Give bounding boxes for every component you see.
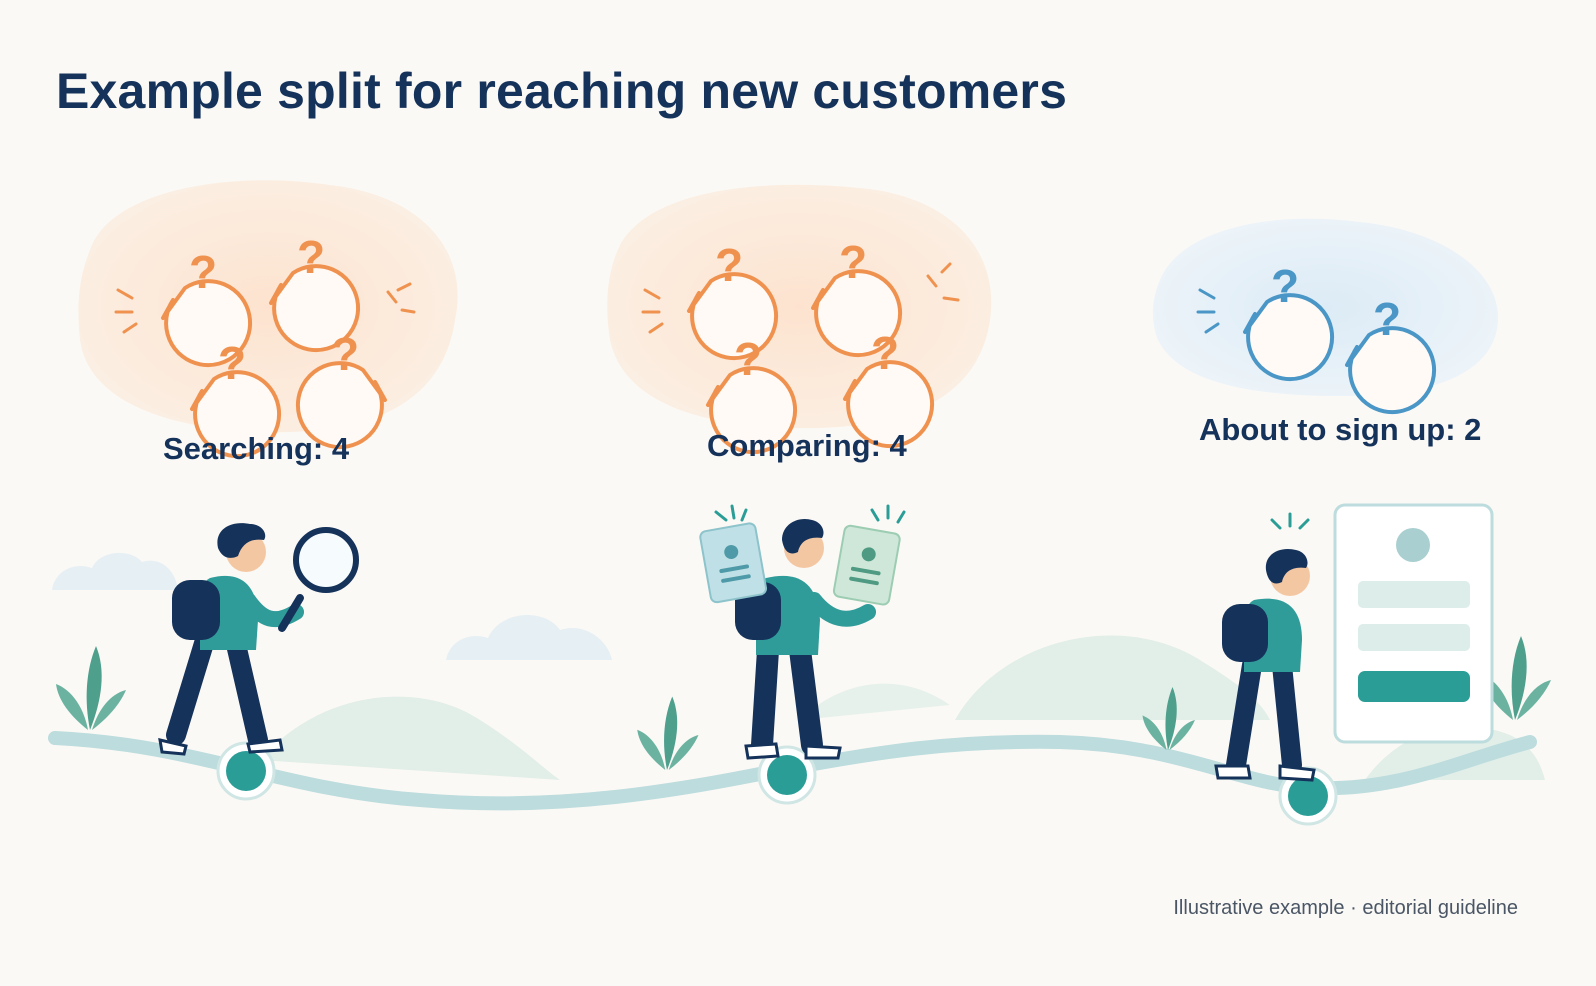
milestone-dot — [226, 751, 266, 791]
profile-card-icon — [832, 524, 901, 606]
milestone-dot — [767, 755, 807, 795]
question-bubbles-signup — [1196, 258, 1437, 415]
signup-form-icon — [1333, 503, 1494, 744]
emphasis-lines-icon — [114, 282, 416, 334]
stage-label-signup: About to sign up: 2 — [1199, 412, 1482, 447]
thought-cloud-signup — [1152, 218, 1499, 397]
plant-icon — [56, 646, 126, 730]
milestone-markers — [216, 741, 1338, 826]
stage-label-comparing: Comparing: 4 — [707, 428, 907, 463]
thought-cloud-comparing — [607, 184, 992, 429]
footer-note: Illustrative example · editorial guideli… — [1173, 897, 1518, 919]
emphasis-lines-icon — [641, 262, 960, 334]
profile-card-icon — [699, 522, 768, 604]
emphasis-lines-icon — [1196, 288, 1220, 334]
sparkle-lines-icon — [1270, 512, 1310, 530]
page-title: Example split for reaching new customers — [56, 63, 1068, 119]
sparkle-lines-icon — [714, 504, 906, 524]
magnifier-icon — [278, 527, 359, 632]
background-hills — [260, 635, 1545, 780]
question-bubbles-searching — [114, 229, 416, 459]
person-comparing — [699, 504, 906, 760]
person-searching — [158, 523, 359, 756]
backpack-icon — [172, 580, 220, 640]
question-bubbles-comparing — [641, 234, 960, 455]
stage-label-searching: Searching: 4 — [163, 431, 350, 466]
milestone-dot — [1288, 776, 1328, 816]
person-signing-up — [1214, 503, 1494, 782]
clouds — [52, 552, 612, 660]
backpack-icon — [1222, 604, 1268, 662]
plant-icon — [637, 696, 699, 770]
